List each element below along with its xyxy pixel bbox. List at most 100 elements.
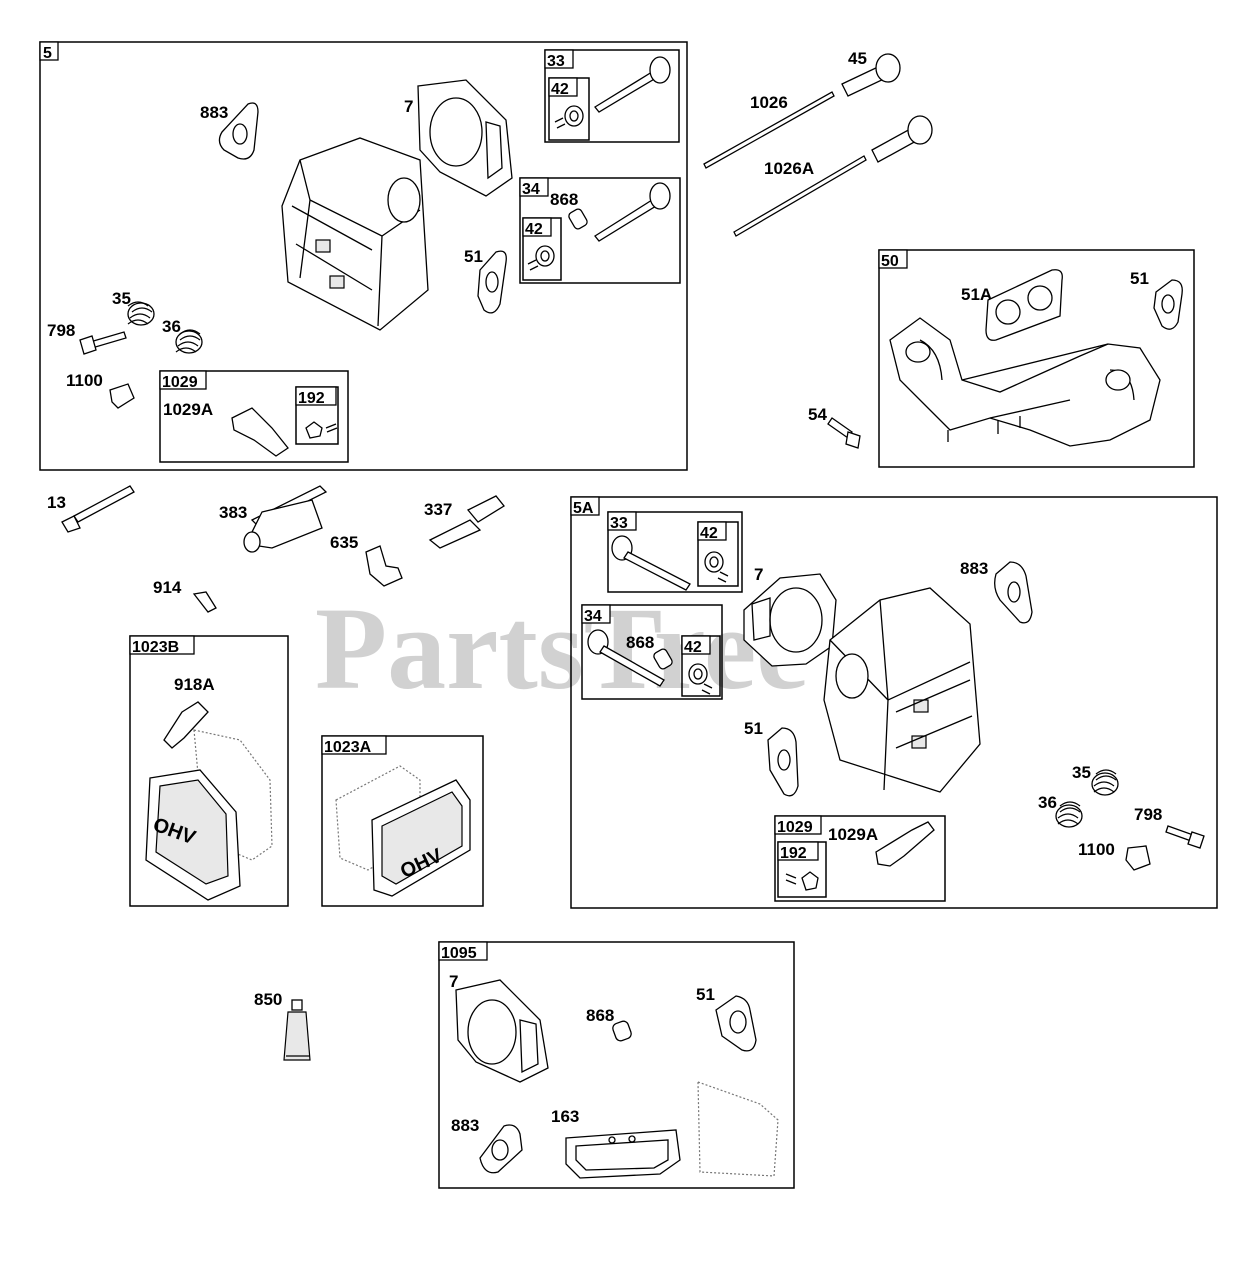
head-gasket-part-3[interactable] [455, 979, 549, 1083]
part-label-883b: 883 [960, 559, 988, 578]
pushrod-part[interactable] [703, 91, 835, 169]
group-box-1023B: 1023B 918A OHV [129, 635, 289, 907]
box-tag-192b: 192 [780, 845, 807, 862]
valve-cover-part[interactable]: OHV [145, 769, 241, 901]
part-label-868b: 868 [626, 633, 654, 652]
part-label-51c: 51 [744, 719, 763, 738]
part-label-798b: 798 [1134, 805, 1162, 824]
part-label-45: 45 [848, 49, 867, 68]
group-box-1095: 1095 7 868 51 883 163 [438, 941, 795, 1189]
valve-spring-part-2[interactable] [175, 329, 203, 354]
cylinder-head-part-2[interactable] [823, 587, 981, 793]
breather-hose-part[interactable] [163, 701, 209, 749]
manifold-bolt-part[interactable] [827, 417, 861, 449]
part-label-1026: 1026 [750, 93, 788, 112]
valve-exhaust-part[interactable] [594, 182, 671, 242]
valve-keeper-part-3[interactable] [704, 551, 729, 583]
valve-cover-part-2[interactable]: OHV [371, 779, 471, 897]
exhaust-gasket-part-2[interactable] [994, 561, 1033, 624]
long-bolt-part[interactable] [61, 485, 135, 533]
part-label-7b: 7 [754, 565, 763, 584]
part-label-918A: 918A [174, 675, 215, 694]
part-label-1100b: 1100 [1078, 840, 1115, 859]
valve-keeper-part[interactable] [554, 105, 584, 129]
part-label-850: 850 [254, 990, 282, 1009]
valve-spring-part-4[interactable] [1055, 801, 1083, 828]
valve-keeper-part-4[interactable] [688, 663, 713, 695]
group-box-50: 50 51A 51 [878, 249, 1195, 468]
part-label-36: 36 [162, 317, 181, 336]
lifter-part-2[interactable] [871, 115, 933, 163]
part-label-883c: 883 [451, 1116, 479, 1135]
part-label-35b: 35 [1072, 763, 1091, 782]
breather-gasket-part[interactable] [565, 1129, 681, 1179]
valve-intake-part-3[interactable] [611, 535, 691, 591]
part-label-7: 7 [404, 97, 413, 116]
box-tag-42: 42 [551, 81, 569, 98]
valve-guide-part[interactable] [567, 208, 588, 231]
intake-gasket-part-2[interactable] [767, 727, 799, 797]
box-tag-1023A: 1023A [324, 739, 372, 756]
part-label-51: 51 [464, 247, 483, 266]
rocker-arm-part[interactable] [231, 407, 289, 457]
cover-gasket-part-3[interactable] [697, 1081, 779, 1177]
part-label-1100: 1100 [66, 371, 103, 390]
box-tag-1023B: 1023B [132, 639, 179, 656]
elbow-fitting-part[interactable] [365, 545, 403, 587]
pushrod-part-2[interactable] [733, 155, 867, 237]
box-tag-1029: 1029 [162, 374, 198, 391]
intake-gasket-part-3[interactable] [715, 995, 757, 1052]
box-tag-5: 5 [43, 45, 52, 62]
part-label-868: 868 [550, 190, 578, 209]
part-label-51b: 51 [1130, 269, 1149, 288]
valve-intake-part[interactable] [594, 56, 671, 113]
head-bolt-part-2[interactable] [1165, 825, 1205, 849]
exhaust-gasket-part[interactable] [218, 102, 259, 160]
exhaust-gasket-part-3[interactable] [479, 1124, 523, 1174]
box-tag-1029b: 1029 [777, 819, 813, 836]
rocker-nut-part-2[interactable] [785, 871, 819, 891]
box-tag-34b: 34 [584, 608, 602, 625]
part-label-54: 54 [808, 405, 827, 424]
box-tag-34: 34 [522, 181, 540, 198]
valve-spring-part[interactable] [127, 301, 155, 326]
manifold-gasket-part-2[interactable] [1153, 279, 1183, 330]
part-label-798: 798 [47, 321, 75, 340]
group-box-5: 5 33 42 34 42 868 [39, 41, 688, 471]
head-bolt-part[interactable] [79, 331, 127, 355]
intake-gasket-part[interactable] [477, 250, 507, 314]
part-label-51d: 51 [696, 985, 715, 1004]
screw-part[interactable] [192, 591, 217, 613]
part-label-13: 13 [47, 493, 66, 512]
valve-keeper-part-2[interactable] [527, 245, 555, 271]
cylinder-head-part[interactable] [281, 137, 429, 331]
valve-spring-part-3[interactable] [1091, 769, 1119, 796]
manifold-gasket-part[interactable] [985, 269, 1063, 341]
breather-tube-part[interactable] [243, 485, 328, 553]
valve-exhaust-part-2[interactable] [587, 629, 665, 687]
part-label-7c: 7 [449, 972, 458, 991]
valve-guide-part-3[interactable] [611, 1020, 632, 1042]
group-box-5A: 5A 33 42 34 42 868 [570, 496, 1218, 909]
part-label-883: 883 [200, 103, 228, 122]
intake-manifold-part[interactable] [889, 317, 1161, 447]
part-label-36b: 36 [1038, 793, 1057, 812]
part-label-35: 35 [112, 289, 131, 308]
box-tag-33: 33 [547, 53, 565, 70]
box-tag-50: 50 [881, 253, 899, 270]
rocker-guide-part-2[interactable] [1125, 845, 1151, 871]
rocker-arm-part-2[interactable] [875, 821, 935, 867]
box-tag-192: 192 [298, 390, 325, 407]
head-gasket-part-2[interactable] [743, 573, 837, 667]
rocker-nut-part[interactable] [305, 421, 338, 439]
sealant-tube-part[interactable] [283, 999, 311, 1061]
box-tag-5A: 5A [573, 500, 594, 517]
part-label-51A: 51A [961, 285, 992, 304]
rocker-guide-part[interactable] [109, 383, 135, 409]
box-tag-42c: 42 [700, 525, 718, 542]
valve-guide-part-2[interactable] [652, 648, 673, 671]
head-gasket-part[interactable] [417, 79, 513, 197]
spark-plug-part[interactable] [428, 495, 505, 549]
lifter-part[interactable] [841, 53, 901, 97]
